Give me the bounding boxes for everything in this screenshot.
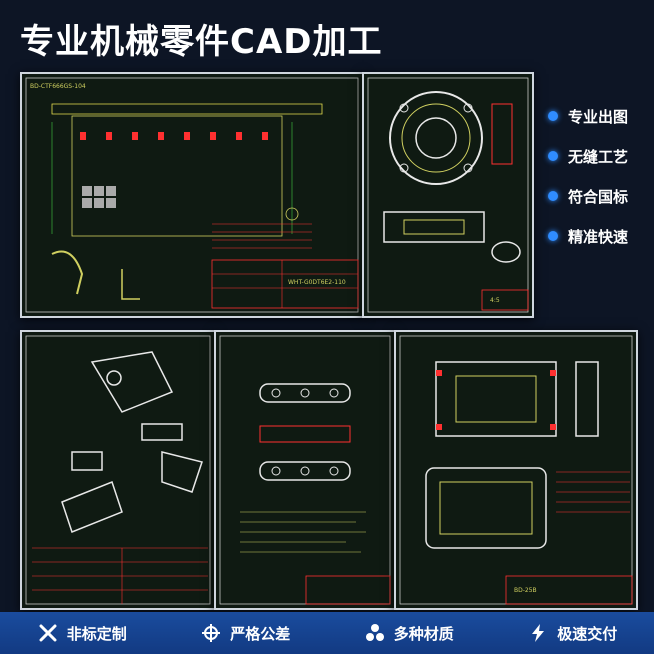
- bottom-label: 严格公差: [230, 624, 291, 643]
- bullet-icon: [548, 191, 558, 201]
- cad-drawing-1: BD-CTF666GS-104 WHT-G0DT6E2-110: [20, 72, 364, 318]
- bullet-icon: [548, 151, 558, 161]
- drawing-scale: 4:5: [490, 297, 500, 304]
- feature-item: 精准快速: [548, 226, 628, 246]
- bottom-label: 极速交付: [557, 624, 618, 643]
- bottom-label: 多种材质: [393, 624, 454, 643]
- feature-label: 专业出图: [568, 107, 629, 126]
- cad-drawing-3: [20, 330, 216, 610]
- part-number: WHT-G0DT6E2-110: [288, 279, 346, 286]
- bottom-bar: 非标定制 严格公差 多种材质 极速交付: [0, 612, 654, 654]
- feature-item: 符合国标: [548, 186, 628, 206]
- drawing-code: BD-25B: [514, 587, 537, 594]
- fast-delivery-item: 极速交付: [527, 622, 617, 644]
- bullet-icon: [548, 111, 558, 121]
- feature-label: 符合国标: [568, 187, 629, 206]
- materials-icon: [364, 622, 386, 644]
- crosshair-icon: [200, 622, 222, 644]
- feature-item: 专业出图: [548, 106, 628, 126]
- materials-item: 多种材质: [364, 622, 454, 644]
- drawing-code: BD-CTF666GS-104: [30, 83, 86, 90]
- bullet-icon: [548, 231, 558, 241]
- feature-label: 无缝工艺: [568, 147, 629, 166]
- lightning-icon: [527, 622, 549, 644]
- tools-icon: [37, 622, 59, 644]
- feature-list: 专业出图 无缝工艺 符合国标 精准快速: [548, 106, 628, 266]
- feature-item: 无缝工艺: [548, 146, 628, 166]
- cad-drawing-4: [214, 330, 396, 610]
- cad-drawing-5: BD-25B: [394, 330, 638, 610]
- feature-label: 精准快速: [568, 227, 629, 246]
- custom-nonstandard-item: 非标定制: [37, 622, 127, 644]
- bottom-label: 非标定制: [66, 624, 127, 643]
- cad-drawing-2: 4:5: [362, 72, 534, 318]
- page-title: 专业机械零件CAD加工: [20, 22, 383, 62]
- strict-tolerance-item: 严格公差: [200, 622, 290, 644]
